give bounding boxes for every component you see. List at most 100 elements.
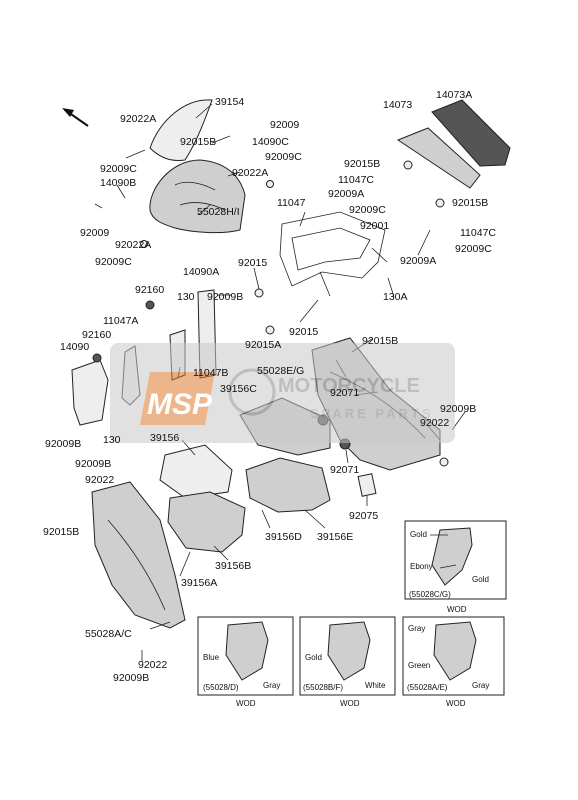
inset-cg-ebony: Ebony — [410, 562, 433, 571]
label-130-a: 130 — [177, 291, 195, 303]
inset-ae-code: (55028A/E) — [407, 683, 448, 692]
label-11047c-b: 11047C — [460, 227, 496, 239]
label-92022a-mid: 92022A — [232, 167, 268, 179]
part-labels: 39154 92022A 92009 92015B 14090C 92009C … — [43, 89, 496, 684]
inset-d-code: (55028/D) — [203, 683, 239, 692]
inset-ae-c3: Gray — [472, 681, 489, 690]
inset-d-c2: Gray — [263, 681, 280, 690]
label-14090c: 14090C — [252, 136, 289, 148]
color-inset-55028d: Blue Gray (55028/D) WOD — [197, 616, 294, 708]
label-130a: 130A — [383, 291, 408, 303]
label-92015b-r3: 92015B — [362, 335, 398, 347]
label-92160-a: 92160 — [135, 284, 164, 296]
label-39156c: 39156C — [220, 383, 257, 395]
label-92009-top: 92009 — [270, 119, 299, 131]
label-39156d: 39156D — [265, 531, 302, 543]
grommet-92022a-left — [140, 240, 148, 248]
cowl-bracket-frame — [279, 211, 386, 297]
watermark-logo: MSP — [147, 388, 213, 421]
mirror-stay-a-part — [431, 99, 511, 167]
label-39154: 39154 — [215, 96, 244, 108]
direction-arrow-icon — [62, 108, 89, 127]
label-14090b: 14090B — [100, 177, 136, 189]
label-55028eg: 55028E/G — [257, 365, 304, 377]
label-92015b-top: 92015B — [180, 136, 216, 148]
color-inset-55028bf: Gold White (55028B/F) WOD — [299, 616, 396, 708]
label-39156e: 39156E — [317, 531, 353, 543]
label-92015b-r1: 92015B — [344, 158, 380, 170]
label-92022a-left: 92022A — [115, 239, 151, 251]
label-92009-left: 92009 — [80, 227, 109, 239]
inset-d-c1: Blue — [203, 653, 220, 662]
label-130-b: 130 — [103, 434, 121, 446]
label-11047: 11047 — [277, 197, 306, 209]
label-92022a-top: 92022A — [120, 113, 156, 125]
label-92015: 92015 — [238, 257, 267, 269]
inset-cg-gold1: Gold — [410, 530, 427, 539]
label-92015b-l: 92015B — [43, 526, 79, 538]
label-11047c-a: 11047C — [338, 174, 374, 186]
label-39156: 39156 — [150, 432, 179, 444]
inset-bf-code: (55028B/F) — [303, 683, 343, 692]
label-92001: 92001 — [360, 220, 389, 232]
inset-bf-wod: WOD — [340, 699, 360, 708]
grommet-92022a-mid — [266, 180, 274, 188]
label-92071-a: 92071 — [330, 387, 359, 399]
label-14090: 14090 — [60, 341, 89, 353]
label-11047b: 11047B — [193, 367, 228, 379]
mirror-stay-part — [396, 127, 481, 189]
lower-fairing-part — [91, 481, 186, 629]
inner-panel-39156e-part — [245, 457, 331, 513]
label-92009c-d: 92009C — [349, 204, 386, 216]
label-92160-b: 92160 — [82, 329, 111, 341]
watermark: MSP MOTORCYCLE SPARE PARTS — [110, 343, 455, 443]
label-39156b: 39156B — [215, 560, 251, 572]
label-55028ac: 55028A/C — [85, 628, 132, 640]
label-92009c-e: 92009C — [455, 243, 492, 255]
label-92022-b: 92022 — [138, 659, 167, 671]
label-55028hi: 55028H/I — [197, 206, 240, 218]
label-92009b-d: 92009B — [75, 458, 111, 470]
label-92009c-a: 92009C — [100, 163, 137, 175]
inset-cg-wod: WOD — [447, 605, 467, 614]
watermark-line2: SPARE PARTS — [310, 406, 434, 421]
inner-panel-39156-part — [159, 444, 233, 499]
grommet-92160-a — [145, 300, 155, 310]
label-92009a-b: 92009A — [400, 255, 436, 267]
label-92075: 92075 — [349, 510, 378, 522]
label-92071-b: 92071 — [330, 464, 359, 476]
color-inset-55028cg: Gold Ebony Gold (55028C/G) WOD — [404, 520, 507, 614]
label-92015-b: 92015 — [289, 326, 318, 338]
inset-d-wod: WOD — [236, 699, 256, 708]
grommet-92015b-r2 — [435, 198, 445, 208]
inset-bf-c2: White — [365, 681, 386, 690]
inset-ae-c1: Gray — [408, 624, 425, 633]
label-92009b-e: 92009B — [113, 672, 149, 684]
grommet-92160-b — [92, 353, 102, 363]
inner-panel-left-part — [71, 359, 109, 426]
label-14073a: 14073A — [436, 89, 472, 101]
inset-cg-gold2: Gold — [472, 575, 489, 584]
label-92009a-a: 92009A — [328, 188, 364, 200]
color-inset-55028ae: Gray Green Gray (55028A/E) WOD — [402, 616, 505, 708]
label-39156a: 39156A — [181, 577, 217, 589]
label-92015b-r2: 92015B — [452, 197, 488, 209]
inner-panel-39156b-part — [167, 491, 246, 553]
label-14090a: 14090A — [183, 266, 219, 278]
inset-bf-c1: Gold — [305, 653, 322, 662]
label-92009c-c: 92009C — [95, 256, 132, 268]
inset-cg-code: (55028C/G) — [409, 590, 451, 599]
label-92009c-b: 92009C — [265, 151, 302, 163]
label-92009b-c: 92009B — [440, 403, 476, 415]
grommet-92015 — [254, 288, 264, 298]
upper-cowl-part — [149, 159, 246, 234]
label-92015a: 92015A — [245, 339, 281, 351]
grommet-92015a — [265, 325, 275, 335]
watermark-line1: MOTORCYCLE — [278, 375, 420, 397]
grommet-92022-r — [439, 457, 449, 467]
grommet-92015b-r1 — [403, 160, 413, 170]
label-92009b-a: 92009B — [207, 291, 243, 303]
damper-92075-part — [357, 473, 377, 497]
inset-ae-c2: Green — [408, 661, 430, 670]
